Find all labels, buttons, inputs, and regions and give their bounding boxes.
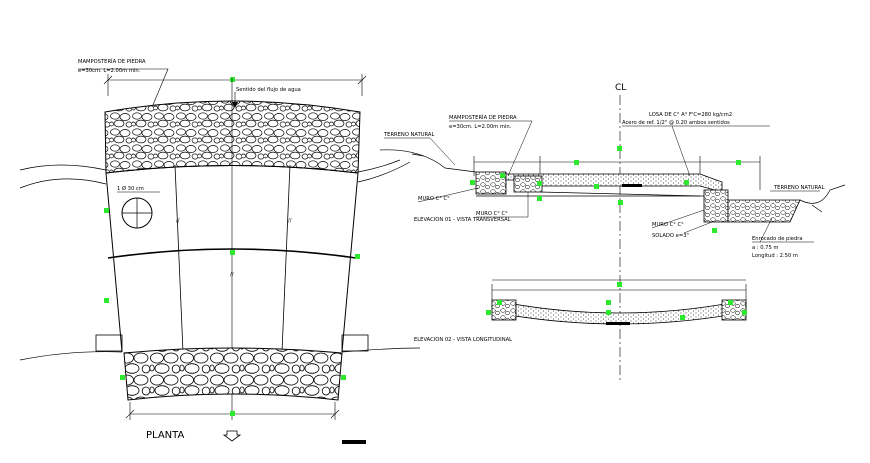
tick-mark: //: [288, 218, 292, 224]
leader-masonry-top: [78, 68, 169, 113]
label-flow-direction: Sentido del flujo de agua: [236, 87, 301, 93]
scale-bar-icon: [342, 440, 366, 444]
section-transversal: CL TERRENO NATURAL: [379, 83, 846, 380]
dim-marker: [230, 77, 235, 82]
plan-terrain: [19, 159, 421, 361]
rock-band-bottom: [123, 347, 343, 401]
label-masonry-dims: e=30cm. L=2.00m min.: [449, 124, 512, 130]
label-wall-3: MURO C° C°: [652, 222, 684, 228]
leader: [671, 125, 691, 177]
rock-band-top: [104, 100, 361, 174]
long-slab: [491, 299, 747, 325]
dim-marker: [230, 411, 235, 416]
label-stone-length: Longitud : 2.50 m: [752, 253, 798, 259]
wall-right: [703, 189, 729, 223]
label-masonry-top: MAMPOSTERÍA DE PIEDRA: [78, 58, 146, 65]
section-green-markers: [470, 146, 741, 233]
plan-green-markers: [104, 208, 360, 380]
tick-mark: //: [176, 218, 180, 224]
leader: [429, 137, 456, 166]
section-title-1: ELEVACION 01 - VISTA TRANSVERSAL: [414, 217, 511, 223]
down-arrow-icon: [222, 430, 242, 442]
long-green-markers: [486, 282, 747, 320]
leader: [449, 120, 533, 177]
bar-mark: [622, 184, 642, 187]
label-wall-1: MURO C° C°: [418, 196, 450, 202]
label-masonry: MAMPOSTERÍA DE PIEDRA: [449, 114, 517, 121]
plan-view: MAMPOSTERÍA DE PIEDRA e=30cm. L=2.00m mi…: [19, 58, 421, 444]
long-dimension: [491, 284, 747, 300]
long-wall-left: [491, 299, 517, 321]
label-stone-title: Enrocado de piedra: [752, 236, 803, 242]
leader: [759, 217, 773, 243]
side-box-left: [95, 334, 123, 352]
section-terrain: [379, 149, 846, 213]
label-ground-left: TERRENO NATURAL: [383, 132, 434, 138]
section-longitudinal: ELEVACION 02 - VISTA LONGITUDINAL: [414, 279, 747, 343]
flow-arrowhead-icon: [232, 102, 238, 108]
centerline-label: CL: [615, 83, 626, 93]
leader: [417, 187, 479, 203]
label-base: SOLADO e=3": [652, 233, 689, 239]
stone-apron: [727, 199, 801, 223]
base-line-slope: [539, 191, 701, 197]
label-slab: LOSA DE C° A° F'C=280 kg/cm2: [649, 112, 732, 118]
label-ground-right: TERRENO NATURAL: [773, 185, 824, 191]
label-pipe: 1 Ø 30 cm: [117, 185, 144, 192]
leader: [651, 209, 705, 229]
section-dimension: [473, 156, 761, 190]
bar-mark: [606, 322, 630, 325]
label-stone-a: a : 0.75 m: [752, 245, 778, 251]
section-title-2: ELEVACION 02 - VISTA LONGITUDINAL: [414, 337, 512, 343]
label-masonry-top-dims: e=30cm. L=2.00m min.: [78, 68, 141, 74]
leader: [683, 221, 713, 234]
tick-mark: //: [230, 272, 234, 278]
label-slab-rebar: Acero de ref. 1/2" @ 0.20 ambos sentidos: [622, 120, 730, 126]
plan-title: PLANTA: [146, 430, 184, 441]
label-wall-2: MURO C° C°: [476, 211, 508, 217]
wall-left: [475, 171, 507, 195]
side-box-right: [341, 334, 369, 352]
